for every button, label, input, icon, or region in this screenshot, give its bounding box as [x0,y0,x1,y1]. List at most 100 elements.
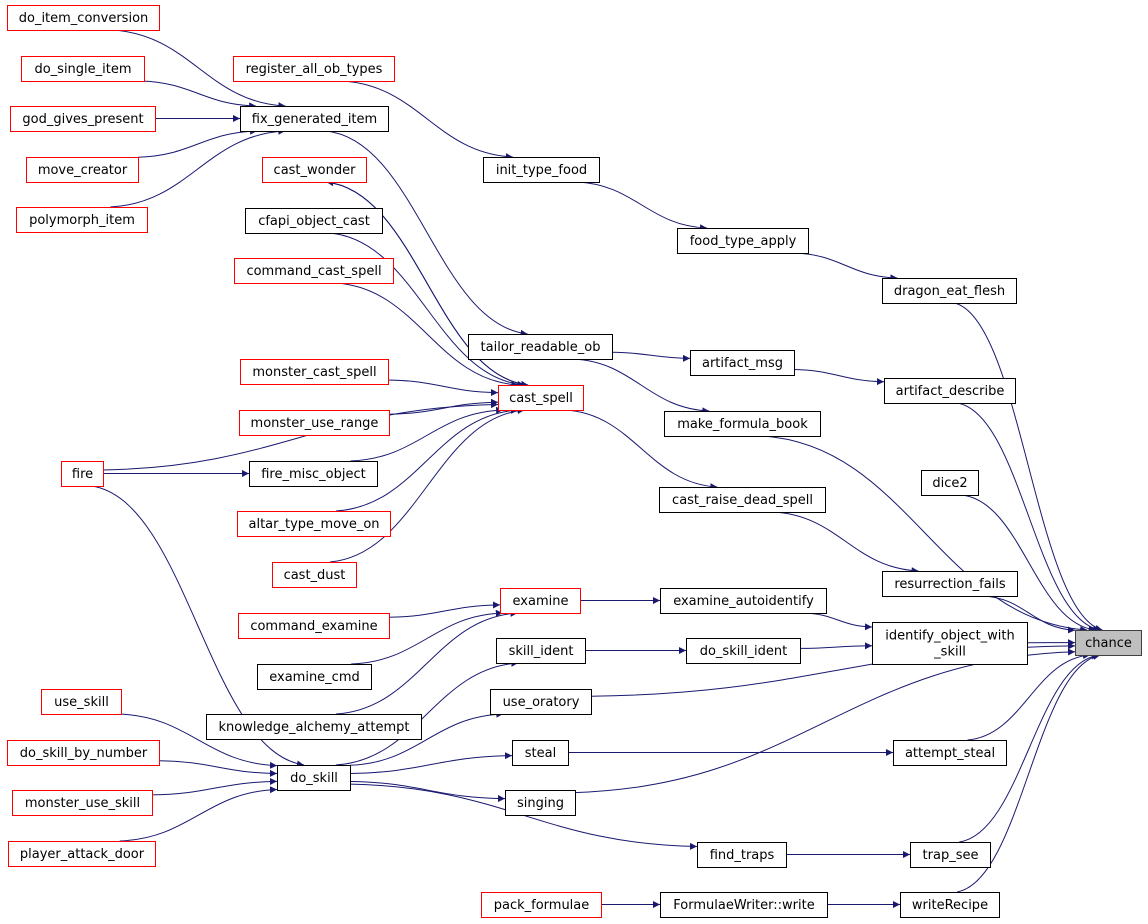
node-layer: do_item_conversion do_single_item god_give… [7,5,1142,918]
node-label: dice2 [932,476,967,491]
node-cfapi_object_cast[interactable]: cfapi_object_cast [245,208,383,234]
edge-resurrection_fails-to-chance [983,595,1076,634]
node-label: pack_formulae [494,898,590,913]
node-box [7,740,160,766]
node-tailor_readable_ob[interactable]: tailor_readable_ob [468,334,613,360]
node-fire_misc_object[interactable]: fire_misc_object [249,461,378,487]
node-identify_object_with_skill[interactable]: identify_object_with_skill [872,622,1028,665]
node-box [61,461,104,487]
node-label: chance [1085,636,1132,651]
node-box [7,5,160,31]
node-trap_see[interactable]: trap_see [910,842,991,868]
node-artifact_msg[interactable]: artifact_msg [690,350,795,376]
node-cast_wonder[interactable]: cast_wonder [262,157,367,183]
edge-do_skill-to-skill_ident [335,659,519,766]
edge-monster_cast_spell-to-cast_spell [387,379,499,397]
node-label: command_cast_spell [246,264,381,279]
node-box [690,350,795,376]
node-label: identify_object_with [885,629,1015,644]
node-label: cast_spell [509,391,573,406]
node-label: polymorph_item [29,213,135,228]
node-box [1075,630,1142,656]
node-box [910,842,991,868]
node-do_skill_ident[interactable]: do_skill_ident [686,638,801,664]
node-label: cast_dust [284,568,346,583]
node-init_type_food[interactable]: init_type_food [483,157,600,183]
node-do_skill[interactable]: do_skill [277,765,351,791]
node-label: cast_raise_dead_spell [672,493,813,508]
node-altar_type_move_on[interactable]: altar_type_move_on [237,511,391,537]
node-label: _skill [933,645,966,660]
node-cast_raise_dead_spell[interactable]: cast_raise_dead_spell [659,487,826,513]
edge-do_item_conversion-to-fix_generated_item [111,29,286,110]
node-monster_use_skill[interactable]: monster_use_skill [12,790,153,816]
node-god_gives_present[interactable]: god_gives_present [10,106,156,132]
node-find_traps[interactable]: find_traps [697,842,787,868]
node-box [249,461,378,487]
node-examine_cmd[interactable]: examine_cmd [257,664,372,690]
node-pack_formulae[interactable]: pack_formulae [481,892,602,918]
node-attempt_steal[interactable]: attempt_steal [893,740,1007,766]
edge-attempt_steal-to-chance [967,652,1091,741]
node-polymorph_item[interactable]: polymorph_item [16,207,148,233]
node-label: examine_cmd [269,670,360,685]
node-command_examine[interactable]: command_examine [238,613,390,639]
node-move_creator[interactable]: move_creator [26,157,139,183]
node-label: monster_cast_spell [252,365,376,380]
node-cast_dust[interactable]: cast_dust [272,562,357,588]
node-examine[interactable]: examine [500,588,581,614]
node-examine_autoidentify[interactable]: examine_autoidentify [660,588,827,614]
node-monster_cast_spell[interactable]: monster_cast_spell [240,359,389,385]
node-box [882,278,1017,304]
edge-command_cast_spell-to-cast_spell [335,282,519,389]
node-skill_ident[interactable]: skill_ident [496,638,586,664]
node-writerecipe[interactable]: writeRecipe [900,892,1000,918]
node-food_type_apply[interactable]: food_type_apply [677,228,809,254]
node-box [10,106,156,132]
node-box [677,228,809,254]
node-label: fix_generated_item [252,112,377,127]
node-steal[interactable]: steal [512,740,569,766]
node-fire[interactable]: fire [61,461,104,487]
edge-dice2-to-chance [961,494,1096,633]
node-knowledge_alchemy_attempt[interactable]: knowledge_alchemy_attempt [206,714,422,740]
node-label: god_gives_present [22,112,143,127]
node-dice2[interactable]: dice2 [921,470,979,496]
node-dragon_eat_flesh[interactable]: dragon_eat_flesh [882,278,1017,304]
node-label: singing [517,796,564,811]
node-artifact_describe[interactable]: artifact_describe [884,378,1016,404]
edge-fire-to-do_skill [91,485,305,768]
node-box [238,613,390,639]
node-player_attack_door[interactable]: player_attack_door [8,841,156,867]
node-label: find_traps [710,848,775,863]
edge-examine_cmd-to-examine [351,609,503,665]
node-fix_generated_item[interactable]: fix_generated_item [240,106,389,132]
edge-fire-to-cast_spell [102,401,499,471]
node-do_item_conversion[interactable]: do_item_conversion [7,5,160,31]
node-label: attempt_steal [905,746,995,761]
node-do_single_item[interactable]: do_single_item [21,56,145,82]
node-box [664,411,821,437]
node-monster_use_range[interactable]: monster_use_range [239,410,390,436]
node-use_oratory[interactable]: use_oratory [490,689,592,715]
node-formulaewriter_write[interactable]: FormulaeWriter::write [660,892,828,918]
node-label: cfapi_object_cast [258,214,370,229]
node-command_cast_spell[interactable]: command_cast_spell [234,258,394,284]
node-label: do_skill [290,771,338,786]
node-do_skill_by_number[interactable]: do_skill_by_number [7,740,160,766]
node-cast_spell[interactable]: cast_spell [498,385,584,411]
node-resurrection_fails[interactable]: resurrection_fails [882,571,1018,597]
node-use_skill[interactable]: use_skill [41,689,122,715]
node-register_all_ob_types[interactable]: register_all_ob_types [233,56,395,82]
node-label: init_type_food [496,163,587,178]
edge-do_single_item-to-fix_generated_item [140,80,257,110]
edge-command_examine-to-examine [388,601,501,618]
node-box [660,588,827,614]
node-make_formula_book[interactable]: make_formula_book [664,411,821,437]
node-label: writeRecipe [912,898,988,913]
edge-do_skill-to-use_oratory [349,710,504,766]
edge-altar_type_move_on-to-cast_spell [335,406,519,512]
node-chance[interactable]: chance [1075,630,1142,656]
node-singing[interactable]: singing [505,790,576,816]
edge-fire_misc_object-to-cast_spell [350,406,504,462]
